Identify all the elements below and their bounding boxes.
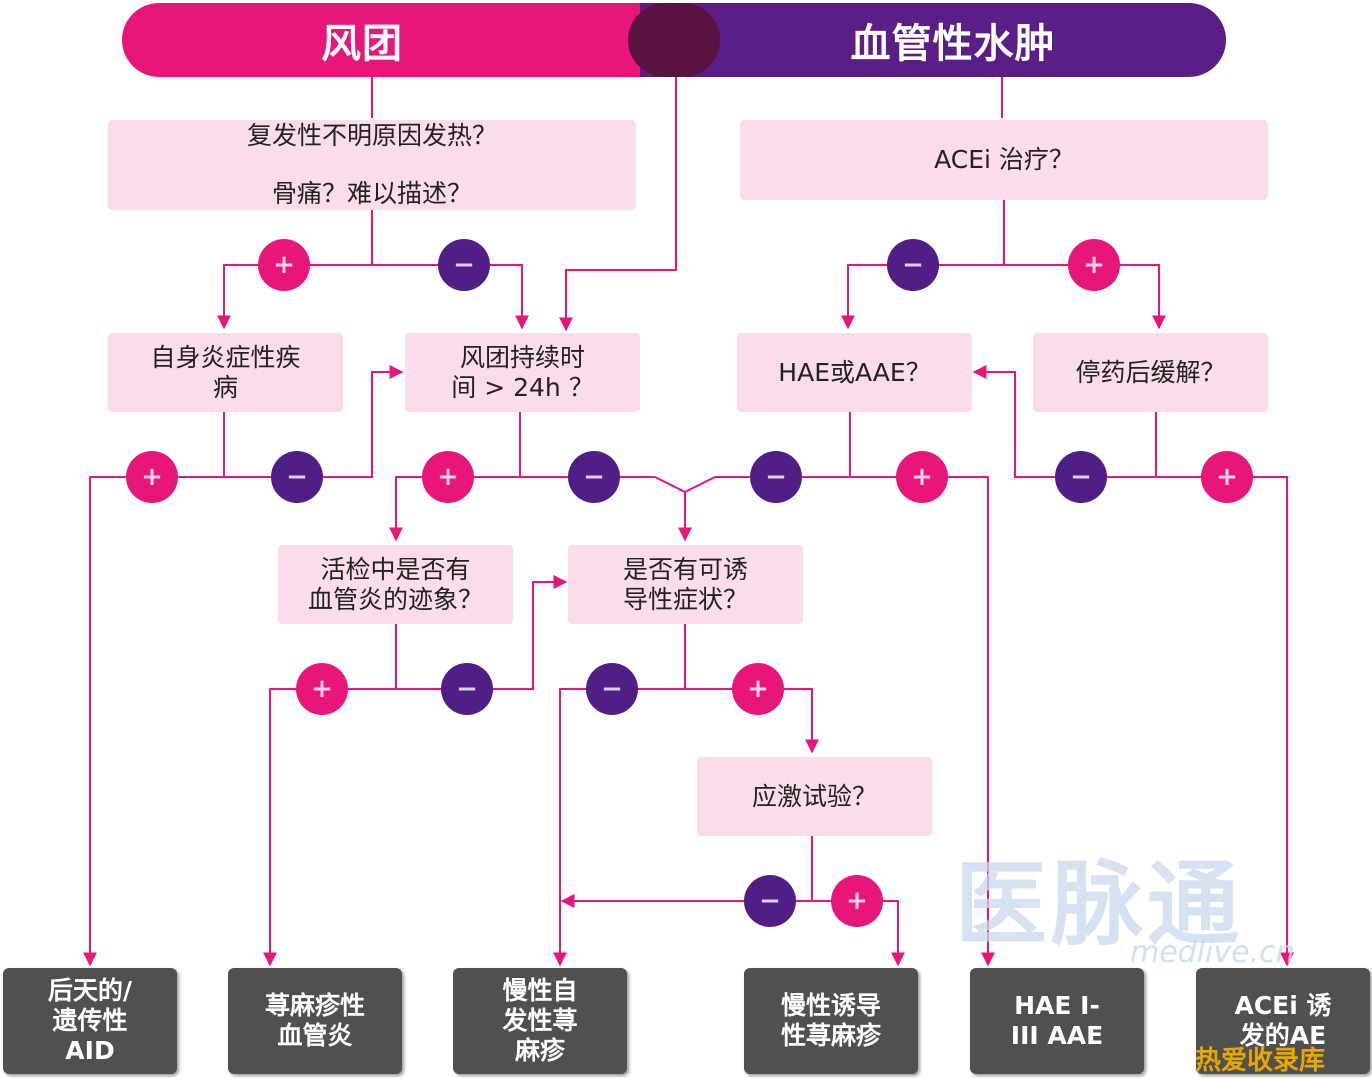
- biopsy-minus-node: −: [441, 663, 493, 715]
- outcome-csu: 慢性自 发性荨 麻疹: [453, 968, 627, 1074]
- outcome-aid: 后天的/ 遗传性 AID: [3, 968, 177, 1074]
- outcome-acei-line2: 发的AE: [1239, 1021, 1327, 1050]
- provocation-plus-node: +: [831, 875, 883, 927]
- outcome-aid-line2: 遗传性: [52, 1006, 128, 1035]
- inducible-question-box: 是否有可诱 导性症状？: [568, 545, 803, 624]
- outcome-acei-line1: ACEi 诱: [1234, 991, 1332, 1020]
- inducible-plus-node: +: [732, 663, 784, 715]
- hae-question-box: HAE或AAE？: [737, 333, 972, 412]
- autoimmune-minus-node: −: [271, 451, 323, 503]
- biopsy-line1: 活检中是否有: [320, 554, 471, 584]
- outcome-aid-line3: AID: [65, 1036, 115, 1065]
- fever-plus-node: +: [258, 239, 310, 291]
- fever-minus-node: −: [438, 239, 490, 291]
- hae-question-text: HAE或AAE？: [778, 357, 931, 387]
- outcome-csu-line3: 麻疹: [514, 1036, 565, 1065]
- duration-line2: 间 > 24h ？: [451, 372, 594, 402]
- stop-drug-question-text: 停药后缓解？: [1075, 357, 1226, 387]
- inducible-line2: 导性症状？: [622, 584, 748, 614]
- stop-drug-question-box: 停药后缓解？: [1033, 333, 1268, 412]
- header-overlap: [628, 3, 720, 77]
- outcome-cindu: 慢性诱导 性荨麻疹: [744, 968, 918, 1074]
- outcome-cindu-line2: 性荨麻疹: [780, 1021, 881, 1050]
- fever-question-line2: 骨痛？难以描述？: [271, 179, 472, 208]
- outcome-uv-line1: 荨麻疹性: [264, 991, 365, 1020]
- outcome-uv-line2: 血管炎: [277, 1021, 353, 1050]
- duration-minus-node: −: [568, 451, 620, 503]
- inducible-minus-node: −: [586, 663, 638, 715]
- biopsy-plus-node: +: [296, 663, 348, 715]
- outcome-hae-line2: III AAE: [1010, 1021, 1104, 1050]
- outcome-acei-ae: ACEi 诱 发的AE: [1196, 968, 1370, 1074]
- inducible-line1: 是否有可诱: [622, 554, 748, 584]
- acei-minus-node: −: [887, 239, 939, 291]
- autoimmune-line1: 自身炎症性疾: [150, 342, 301, 372]
- provocation-question-text: 应激试验？: [751, 781, 877, 811]
- hives-header: 风团: [122, 3, 722, 77]
- biopsy-line2: 血管炎的迹象？: [307, 584, 483, 614]
- outcome-aid-line1: 后天的/: [47, 976, 133, 1005]
- acei-question-text: ACEi 治疗？: [934, 145, 1074, 174]
- outcome-urticarial-vasculitis: 荨麻疹性 血管炎: [228, 968, 402, 1074]
- stop-drug-plus-node: +: [1201, 451, 1253, 503]
- outcome-csu-line2: 发性荨: [502, 1006, 578, 1035]
- autoimmune-plus-node: +: [126, 451, 178, 503]
- provocation-minus-node: −: [744, 875, 796, 927]
- stop-drug-minus-node: −: [1055, 451, 1107, 503]
- fever-question-line1: 复发性不明原因发热？: [246, 121, 497, 150]
- outcome-hae: HAE I- III AAE: [970, 968, 1144, 1074]
- acei-plus-node: +: [1068, 239, 1120, 291]
- outcome-cindu-line1: 慢性诱导: [780, 991, 881, 1020]
- duration-plus-node: +: [422, 451, 474, 503]
- hae-minus-node: −: [750, 451, 802, 503]
- angioedema-header: 血管性水肿: [640, 3, 1226, 77]
- duration-line1: 风团持续时: [459, 342, 585, 372]
- outcome-csu-line1: 慢性自: [502, 976, 578, 1005]
- autoimmune-question-box: 自身炎症性疾 病: [108, 333, 343, 412]
- watermark-logo: 医脉通: [955, 851, 1244, 958]
- watermark-footer: 热爱收录库: [1195, 1046, 1326, 1076]
- provocation-question-box: 应激试验？: [697, 757, 932, 836]
- hae-plus-node: +: [896, 451, 948, 503]
- autoimmune-line2: 病: [212, 372, 238, 402]
- duration-question-box: 风团持续时 间 > 24h ？: [405, 333, 640, 412]
- biopsy-question-box: 活检中是否有 血管炎的迹象？: [278, 545, 513, 624]
- acei-question-box: ACEi 治疗？: [740, 120, 1268, 200]
- outcome-hae-line1: HAE I-: [1014, 991, 1100, 1020]
- fever-question-box: 复发性不明原因发热？ 骨痛？难以描述？: [108, 120, 636, 210]
- watermark-url: medlive.cn: [1130, 935, 1295, 970]
